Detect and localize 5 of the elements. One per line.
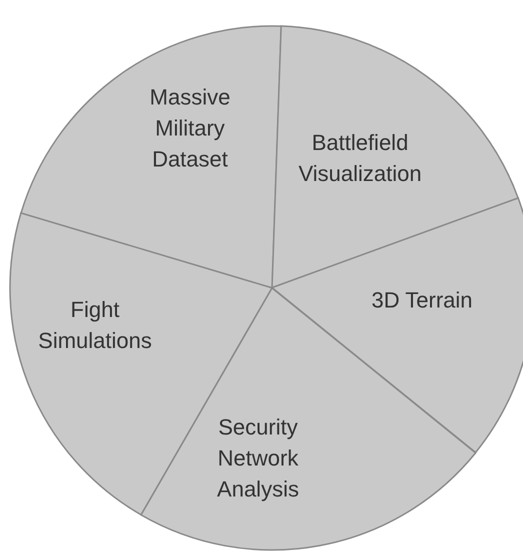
slice-label: Battlefield Visualization (297, 128, 423, 188)
slice-label: Fight Simulations (37, 296, 153, 355)
slice-label: 3D Terrain (370, 286, 474, 314)
slice-label: Security Network Analysis (216, 414, 300, 504)
slice-label: Massive Military Dataset (148, 83, 232, 174)
